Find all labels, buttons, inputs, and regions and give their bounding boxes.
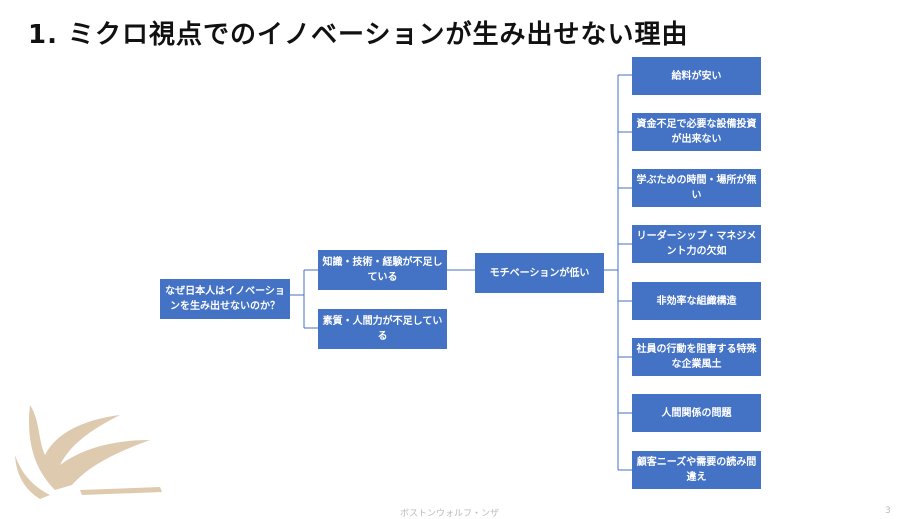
level1-node-aptitude: 素質・人間力が不足している: [318, 309, 447, 349]
page-title: 1. ミクロ視点でのイノベーションが生み出せない理由: [28, 20, 689, 50]
level3-node-culture: 社員の行動を阻害する特殊な企業風土: [632, 338, 761, 376]
level3-node-learning: 学ぶための時間・場所が無い: [632, 169, 761, 207]
level3-node-needs: 顧客ニーズや需要の読み間違え: [632, 451, 761, 489]
level1-node-knowledge: 知識・技術・経験が不足している: [318, 250, 447, 290]
level3-node-funding: 資金不足で必要な設備投資が出来ない: [632, 113, 761, 151]
level3-node-salary: 給料が安い: [632, 57, 761, 95]
level3-node-structure: 非効率な組織構造: [632, 282, 761, 320]
page-number: 3: [885, 506, 891, 516]
root-node: なぜ日本人はイノベーションを生み出せないのか？: [160, 279, 290, 319]
footer-text: ボストンウォルフ・ンザ: [400, 509, 500, 519]
level3-node-relationships: 人間関係の問題: [632, 394, 761, 432]
level3-node-leadership: リーダーシップ・マネジメント力の欠如: [632, 225, 761, 263]
phoenix-logo-icon: [15, 405, 162, 499]
level2-node-motivation: モチベーションが低い: [475, 253, 604, 293]
